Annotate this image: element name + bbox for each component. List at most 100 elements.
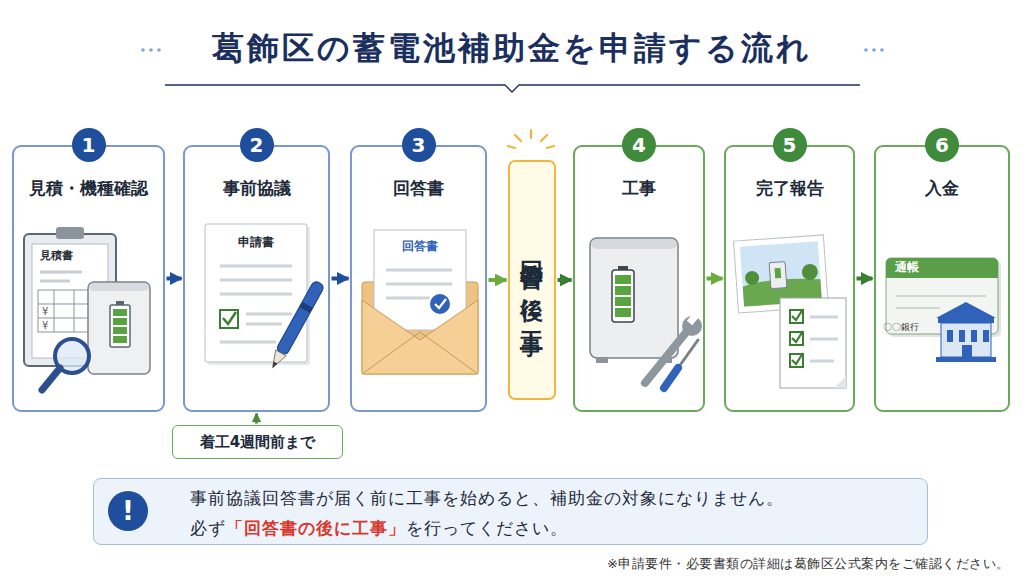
title-decoration-part <box>880 48 884 52</box>
estimate-illustration-part-part <box>38 318 94 319</box>
title-decoration-part <box>157 48 161 52</box>
note-text: 着工4週間前まで <box>200 433 315 452</box>
report-illustration-part <box>790 332 803 345</box>
reply-illustration-part <box>386 269 452 272</box>
report-illustration-part-part <box>745 270 760 285</box>
step-heading: 見積・機種確認 <box>14 177 163 200</box>
report-illustration-part <box>792 309 803 320</box>
construction-illustration-part <box>615 297 631 306</box>
diagram-title: 葛飾区の蓄電池補助金を申請する流れ <box>0 27 1024 71</box>
construction-illustration-part <box>678 340 698 368</box>
application-illustration-part <box>220 293 292 296</box>
step-number: 1 <box>82 135 96 155</box>
report-illustration-part <box>780 298 846 388</box>
estimate-illustration-part <box>110 305 130 347</box>
estimate-illustration-part <box>89 283 149 291</box>
report-illustration-part <box>810 360 834 363</box>
step-number: 3 <box>412 135 426 155</box>
step-box: 見積・機種確認1 <box>12 145 165 412</box>
application-illustration-part <box>208 227 310 365</box>
estimate-illustration-part <box>116 301 124 305</box>
report-illustration-part <box>834 376 846 388</box>
application-illustration-part <box>220 310 238 328</box>
step-box: 工事4 <box>573 145 705 412</box>
warning-banner: 回答書の後に工事 <box>508 160 556 400</box>
estimate-illustration-part <box>88 282 150 374</box>
flow-arrow <box>489 278 507 282</box>
step-box: 事前協議2 <box>183 145 330 412</box>
step-number: 6 <box>935 135 949 155</box>
report-illustration-part <box>810 338 838 341</box>
construction-illustration-part <box>682 316 702 336</box>
application-illustration-part-part <box>276 280 325 356</box>
estimate-illustration <box>24 227 150 390</box>
step-number-circle: 1 <box>72 128 106 162</box>
construction-illustration-part <box>612 270 634 322</box>
reply-illustration-part <box>362 282 478 374</box>
flow-arrow <box>857 277 873 281</box>
step-number: 4 <box>632 135 646 155</box>
report-illustration-part <box>792 331 803 342</box>
payment-illustration-part <box>936 302 996 318</box>
payment-illustration-part <box>896 295 986 297</box>
application-illustration-part <box>220 279 292 282</box>
reply-illustration-part <box>362 300 478 374</box>
step-number-circle: 2 <box>240 128 274 162</box>
payment-illustration-part <box>938 318 994 323</box>
application-illustration-part-part <box>267 350 286 371</box>
construction-illustration-part <box>615 275 631 284</box>
alert-icon: ! <box>108 491 148 531</box>
estimate-illustration-part <box>24 234 116 366</box>
application-illustration <box>205 224 325 371</box>
alert-mark: ! <box>122 498 134 524</box>
application-illustration-part <box>220 341 276 344</box>
banner-text: 回答書の後に工事 <box>521 242 544 318</box>
attention-rays-part <box>541 135 547 141</box>
payment-illustration-part <box>947 330 953 342</box>
payment-illustration-part <box>886 258 998 334</box>
construction-illustration-part <box>687 312 699 325</box>
payment-illustration <box>886 258 1001 362</box>
step-heading: 完了報告 <box>726 177 853 200</box>
application-illustration-part-part <box>299 302 312 313</box>
step-number-circle: 3 <box>402 128 436 162</box>
application-illustration-part-part <box>271 362 277 369</box>
report-illustration-part-part <box>769 262 787 289</box>
estimate-illustration-part <box>40 271 82 274</box>
payment-illustration-part <box>886 258 998 278</box>
report-illustration-part <box>790 310 803 323</box>
reply-illustration <box>362 230 478 374</box>
payment-illustration-part <box>896 307 940 309</box>
estimate-illustration-part <box>113 336 127 343</box>
title-decoration-part <box>141 48 145 52</box>
report-illustration-part-part <box>742 277 822 307</box>
reply-illustration-part <box>386 283 452 286</box>
title-decoration-part <box>864 48 868 52</box>
step-number-circle: 5 <box>773 128 807 162</box>
report-illustration-part <box>792 353 803 364</box>
payment-illustration-part <box>936 357 996 362</box>
estimate-illustration-part <box>55 339 89 373</box>
report-illustration-part-part <box>775 268 782 278</box>
warning-text: 「回答書の後に工事」 <box>226 518 406 538</box>
warning-text: を行ってください。 <box>406 518 568 538</box>
payment-illustration-part <box>886 270 998 278</box>
attention-rays-part <box>508 146 515 148</box>
construction-illustration-part <box>615 286 631 295</box>
payment-illustration-part <box>889 261 1001 337</box>
construction-illustration <box>590 238 702 388</box>
step-number-circle: 4 <box>622 128 656 162</box>
payment-illustration-part <box>962 345 972 357</box>
application-illustration-part <box>267 280 325 371</box>
report-illustration <box>734 235 846 388</box>
estimate-illustration-part-part <box>74 290 75 332</box>
construction-illustration-part <box>645 330 688 383</box>
estimate-illustration-part <box>56 227 84 239</box>
flow-arrow <box>167 277 182 281</box>
step-number-circle: 6 <box>925 128 959 162</box>
construction-illustration-part <box>664 368 678 388</box>
warning-text: 事前協議回答書が届く前に工事を始めると、補助金の対象になりません。 <box>190 483 927 513</box>
report-illustration-part <box>810 316 838 319</box>
estimate-illustration-part-part <box>38 304 94 305</box>
